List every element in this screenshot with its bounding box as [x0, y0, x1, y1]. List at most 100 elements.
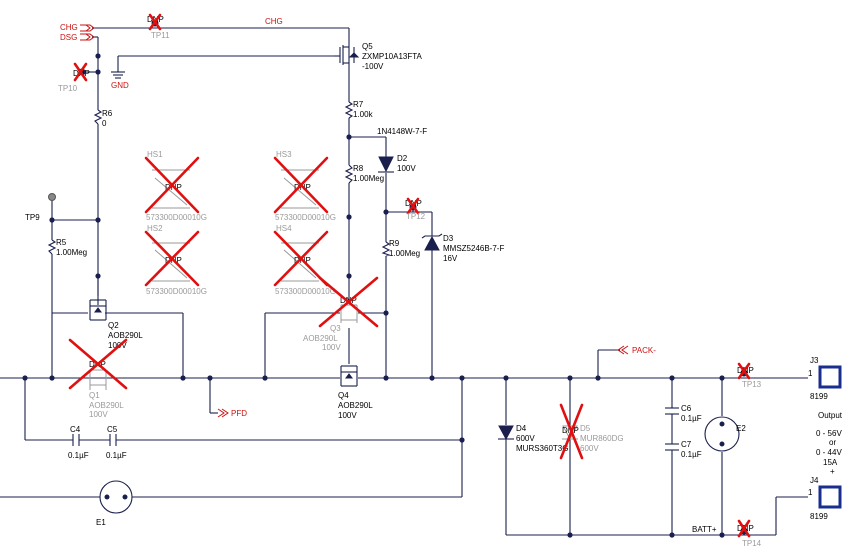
- heatsink-hs3[interactable]: HS3 DNP 573300D00010G: [273, 150, 336, 222]
- q4-ref: Q4: [338, 391, 349, 400]
- gnd-symbol: GND: [111, 71, 129, 90]
- output-note-line1: Output: [818, 411, 843, 420]
- pack-minus-text: PACK-: [632, 346, 656, 355]
- mosfet-q1[interactable]: DNP Q1 AOB290L 100V: [68, 338, 128, 419]
- batt-plus-label: BATT+: [692, 525, 717, 534]
- heatsink-hs1[interactable]: HS1 DNP 573300D00010G: [144, 150, 207, 222]
- q5-value: -100V: [362, 62, 384, 71]
- d3-ref: D3: [443, 234, 454, 243]
- j3-part: 8199: [810, 392, 828, 401]
- testpoint-tp14[interactable]: DNP TP14: [737, 519, 762, 548]
- diode-d4[interactable]: D4 600V MURS360T3G: [498, 424, 568, 453]
- diode-d2[interactable]: 1N4148W-7-F D2 100V: [377, 127, 427, 173]
- testpoint-tp10[interactable]: DNP TP10: [58, 62, 98, 93]
- j3-pin: 1: [808, 369, 813, 378]
- hs1-ref: HS1: [147, 150, 163, 159]
- net-label-pack-minus[interactable]: PACK-: [617, 345, 656, 355]
- e2-ref: E2: [736, 424, 746, 433]
- r7-value: 1.00k: [353, 110, 374, 119]
- spark-gap-e1[interactable]: E1: [96, 480, 133, 527]
- net-label-dsg-left[interactable]: DSG: [60, 33, 95, 42]
- j4-pin: 1: [808, 488, 813, 497]
- mosfet-q3[interactable]: DNP Q3 AOB290L 100V: [303, 276, 379, 352]
- q3-part: AOB290L: [303, 334, 338, 343]
- d3-part: MMSZ5246B-7-F: [443, 244, 504, 253]
- c4-value: 0.1µF: [68, 451, 89, 460]
- testpoint-tp12[interactable]: DNP TP12: [405, 197, 426, 221]
- hs1-part: 573300D00010G: [146, 213, 207, 222]
- d3-value: 16V: [443, 254, 458, 263]
- c4-ref: C4: [70, 425, 81, 434]
- hs4-ref: HS4: [276, 224, 292, 233]
- r5-value: 1.00Meg: [56, 248, 87, 257]
- tp12-ref: TP12: [406, 212, 426, 221]
- r8-value: 1.00Meg: [353, 174, 384, 183]
- d4-value: 600V: [516, 434, 535, 443]
- c6-value: 0.1µF: [681, 414, 702, 423]
- junction-dots: [22, 53, 725, 538]
- resistor-r7[interactable]: R7 1.00k: [344, 100, 374, 119]
- capacitor-c6[interactable]: C6 0.1µF: [665, 404, 702, 423]
- net-label-dsg-text: DSG: [60, 33, 77, 42]
- resistor-r9[interactable]: R9 1.00Meg: [381, 239, 420, 258]
- tp9-label: TP9: [25, 213, 40, 222]
- zener-d3[interactable]: D3 MMSZ5246B-7-F 16V: [421, 233, 504, 263]
- hs4-part: 573300D00010G: [275, 287, 336, 296]
- connector-j3[interactable]: J3 1 8199: [808, 356, 842, 401]
- mosfet-q2[interactable]: Q2 AOB290L 100V: [89, 299, 143, 350]
- resistor-r5[interactable]: R5 1.00Meg: [47, 238, 87, 257]
- connector-j4[interactable]: J4 1 8199: [808, 476, 842, 521]
- diode-d5[interactable]: DNP D5 MUR860DG 600V: [559, 403, 624, 460]
- resistor-r6[interactable]: R6 0: [93, 109, 113, 128]
- d4-part: MURS360T3G: [516, 444, 568, 453]
- q3-value: 100V: [322, 343, 341, 352]
- q4-value: 100V: [338, 411, 357, 420]
- output-note-line3: or: [829, 438, 836, 447]
- q5-ref: Q5: [362, 42, 373, 51]
- pfd-text: PFD: [231, 409, 247, 418]
- q2-part: AOB290L: [108, 331, 143, 340]
- q4-part: AOB290L: [338, 401, 373, 410]
- r6-value: 0: [102, 119, 107, 128]
- mosfet-q4[interactable]: Q4 AOB290L 100V: [338, 365, 373, 420]
- r9-ref: R9: [389, 239, 400, 248]
- capacitor-c7[interactable]: C7 0.1µF: [665, 440, 702, 459]
- output-note-line6: +: [830, 467, 835, 476]
- capacitor-c5[interactable]: C5 0.1µF: [106, 425, 127, 460]
- e1-ref: E1: [96, 518, 106, 527]
- r8-ref: R8: [353, 164, 364, 173]
- output-note-line2: 0 - 56V: [816, 429, 842, 438]
- testpoint-tp13[interactable]: DNP TP13: [737, 362, 762, 389]
- heatsink-hs2[interactable]: HS2 DNP 573300D00010G: [144, 224, 207, 296]
- gnd-label: GND: [111, 81, 129, 90]
- net-label-chg-text: CHG: [60, 23, 78, 32]
- output-note: Output 0 - 56V or 0 - 44V 15A +: [816, 411, 843, 476]
- mosfet-q5[interactable]: Q5 ZXMP10A13FTA -100V: [334, 42, 423, 71]
- capacitor-c4[interactable]: C4 0.1µF: [68, 425, 89, 460]
- hs2-ref: HS2: [147, 224, 163, 233]
- spark-gap-e2[interactable]: E2: [704, 416, 746, 452]
- testpoint-tp11[interactable]: DNP TP11: [147, 13, 170, 40]
- hs3-part: 573300D00010G: [275, 213, 336, 222]
- q3-ref: Q3: [330, 324, 341, 333]
- c5-value: 0.1µF: [106, 451, 127, 460]
- heatsink-hs4[interactable]: HS4 DNP 573300D00010G: [273, 224, 336, 296]
- r6-ref: R6: [102, 109, 113, 118]
- net-label-chg-left[interactable]: CHG: [60, 23, 95, 32]
- testpoint-tp9[interactable]: TP9: [25, 193, 56, 223]
- j4-ref: J4: [810, 476, 819, 485]
- resistor-r8[interactable]: R8 1.00Meg: [344, 164, 384, 184]
- tp11-ref: TP11: [151, 31, 170, 40]
- tp13-ref: TP13: [742, 380, 762, 389]
- q5-part: ZXMP10A13FTA: [362, 52, 423, 61]
- net-label-chg-top: CHG: [265, 17, 283, 26]
- c6-ref: C6: [681, 404, 692, 413]
- net-label-pfd[interactable]: PFD: [217, 408, 247, 418]
- d4-ref: D4: [516, 424, 527, 433]
- hs2-part: 573300D00010G: [146, 287, 207, 296]
- output-note-line5: 15A: [823, 458, 838, 467]
- d5-value: 600V: [580, 444, 599, 453]
- d2-value: 100V: [397, 164, 416, 173]
- tp10-ref: TP10: [58, 84, 78, 93]
